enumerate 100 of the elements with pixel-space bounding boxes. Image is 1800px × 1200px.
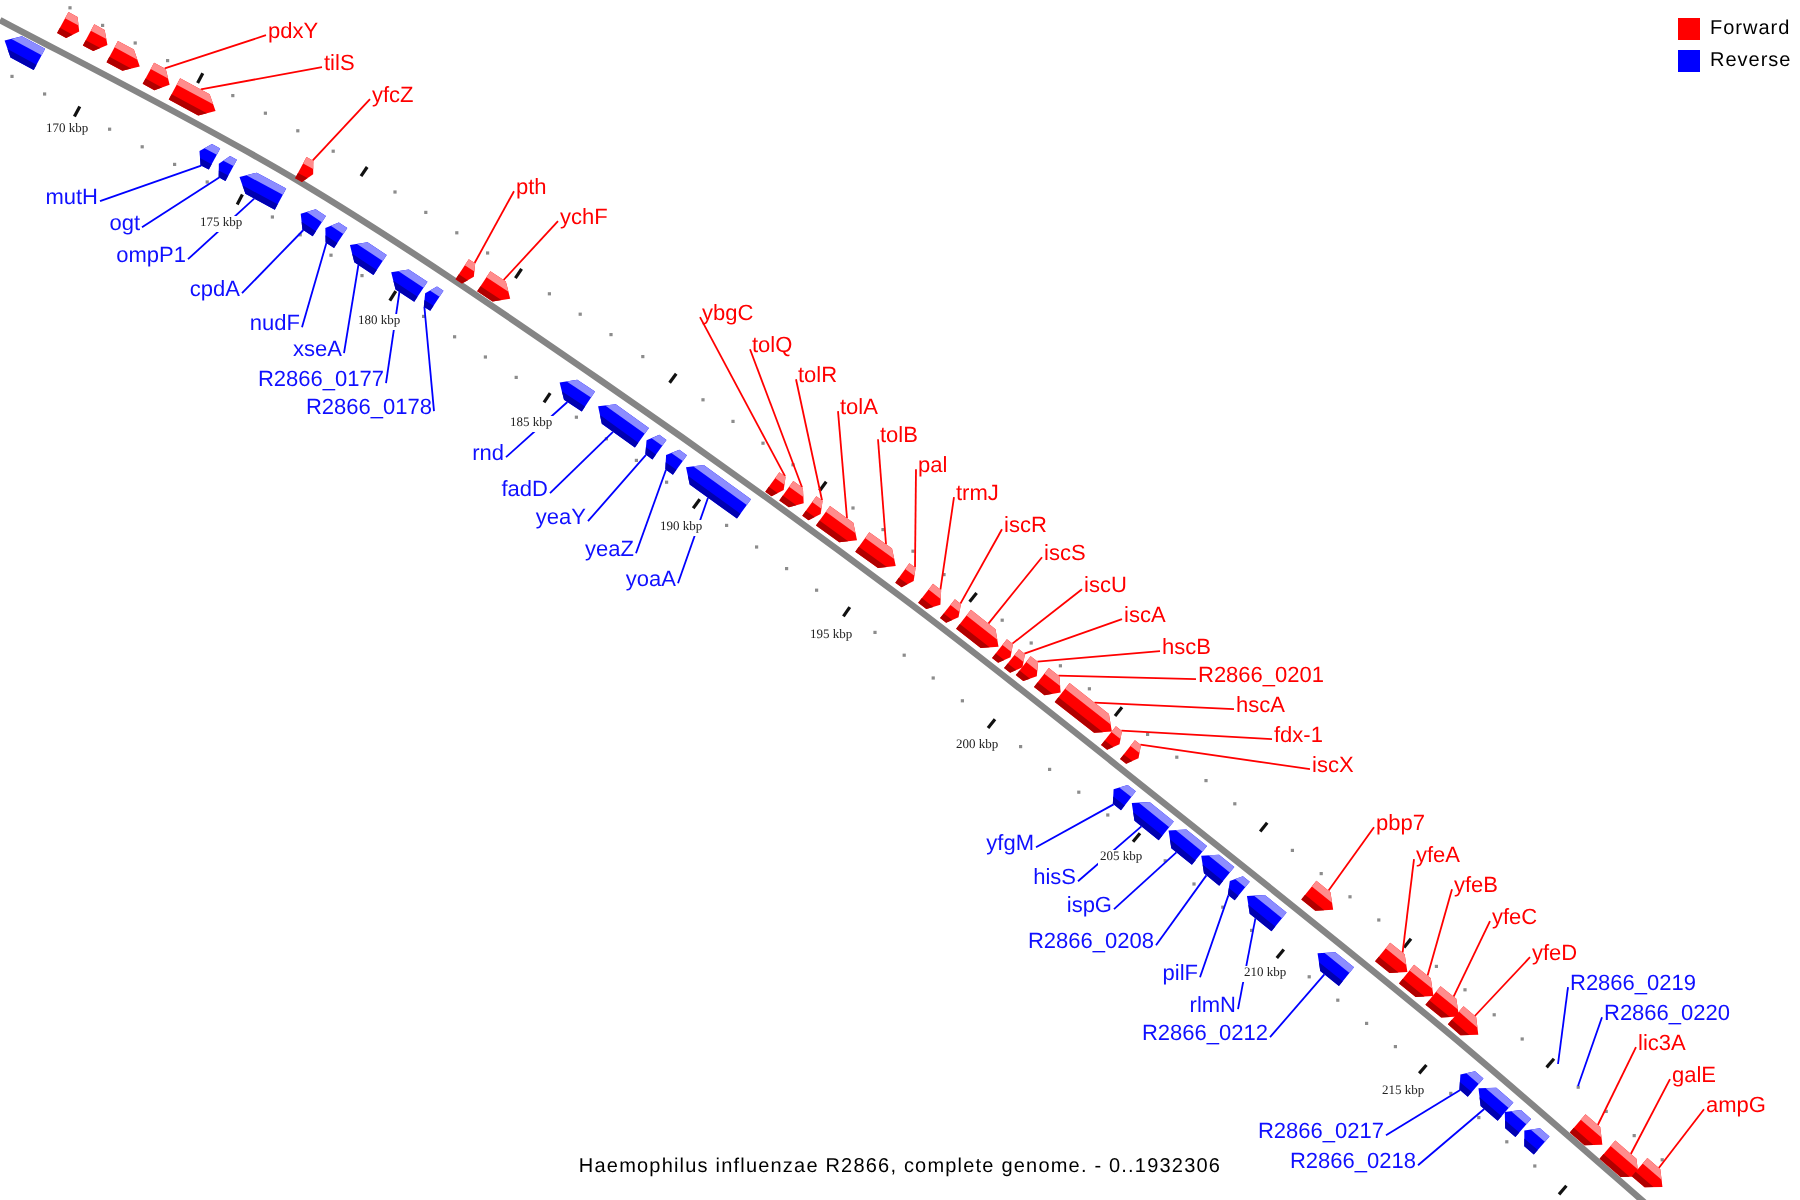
leader-line <box>1011 588 1083 645</box>
leader-line <box>311 98 371 162</box>
gene-block <box>816 506 857 543</box>
leader-line <box>241 229 305 295</box>
gene-block <box>1478 1087 1514 1121</box>
gene-block <box>82 24 108 52</box>
gene-label: R2866_0178 <box>305 395 432 421</box>
leader-line <box>677 496 709 585</box>
leader-line <box>1657 1108 1705 1169</box>
leader-line <box>1035 803 1115 849</box>
leader-line <box>1596 1046 1637 1126</box>
leader-line <box>502 220 559 281</box>
gene-label: ampG <box>1706 1093 1766 1119</box>
gene-block <box>477 271 511 302</box>
leader-line <box>385 291 401 385</box>
leader-line <box>1629 1078 1671 1155</box>
gene-label: fadD <box>501 477 548 503</box>
gene-block <box>349 242 387 275</box>
gene-label: yeaZ <box>585 537 634 563</box>
leader-line <box>1120 729 1273 741</box>
gene-label: pal <box>918 453 948 479</box>
gene-block <box>1004 649 1025 673</box>
gene-label: iscX <box>1312 753 1354 779</box>
gene-block <box>1317 952 1354 986</box>
gene-block <box>218 156 237 181</box>
leader-line <box>473 190 515 264</box>
leader-line <box>1473 956 1531 1017</box>
leader-line <box>1577 1016 1603 1087</box>
gene-label: ychF <box>560 205 608 231</box>
leader-line <box>1417 1108 1486 1167</box>
gene-label: R2866_0217 <box>1257 1119 1384 1145</box>
gene-block <box>1459 1071 1484 1097</box>
gene-block <box>1524 1128 1550 1155</box>
gene-label: ispG <box>1066 893 1112 919</box>
gene-label: tolQ <box>752 333 793 359</box>
gene-label: tolB <box>880 423 918 449</box>
gene-block <box>57 12 80 38</box>
gene-label: tolR <box>798 363 838 389</box>
gene-label: ompP1 <box>116 243 186 269</box>
gene-block <box>1015 656 1039 681</box>
gene-block <box>686 465 751 519</box>
gene-block <box>956 609 999 648</box>
leader-line <box>877 438 887 546</box>
gene-block <box>239 172 287 210</box>
leader-line <box>1057 674 1197 681</box>
gene-label: iscU <box>1084 573 1127 599</box>
gene-block <box>559 379 595 412</box>
leader-line <box>1269 973 1326 1039</box>
gene-block <box>1227 876 1250 901</box>
gene-label: lic3A <box>1638 1031 1686 1057</box>
leader-line <box>1139 743 1311 771</box>
gene-block <box>4 36 46 70</box>
leader-line <box>423 306 435 413</box>
leader-line <box>1023 618 1123 655</box>
leader-line <box>1452 920 1491 998</box>
gene-label: rlmN <box>1189 993 1236 1019</box>
legend-label: Forward <box>1710 17 1791 41</box>
gene-block <box>1569 1114 1603 1146</box>
gene-block <box>992 639 1013 663</box>
gene-block <box>1631 1158 1663 1188</box>
gene-block <box>325 222 348 249</box>
gene-label: hisS <box>1033 865 1076 891</box>
gene-block <box>940 599 961 623</box>
gene-block <box>665 449 687 475</box>
gene-block <box>142 62 170 91</box>
gene-block <box>1375 942 1408 974</box>
gene-label: hscB <box>1162 635 1211 661</box>
gene-label: fdx-1 <box>1274 723 1323 749</box>
gene-label: R2866_0212 <box>1141 1021 1268 1047</box>
gene-label: rnd <box>472 441 504 467</box>
gene-label: R2866_0201 <box>1198 663 1325 689</box>
gene-block <box>1425 986 1459 1018</box>
gene-label: yfeB <box>1454 873 1499 899</box>
gene-block <box>168 78 216 116</box>
leader-line <box>587 453 647 523</box>
gene-label: iscA <box>1124 603 1166 629</box>
gene-label: tilS <box>324 51 355 77</box>
leader-line <box>1237 917 1257 1011</box>
gene-block <box>918 583 942 609</box>
leader-line <box>987 556 1043 625</box>
leader-line <box>914 468 917 569</box>
leader-line <box>1199 894 1230 979</box>
gene-block <box>855 532 896 569</box>
gene-label: yfeA <box>1416 843 1461 869</box>
leader-line <box>959 528 1003 605</box>
gene-block <box>1504 1110 1532 1138</box>
gene-label: trmJ <box>956 481 999 507</box>
gene-label: galE <box>1672 1063 1717 1089</box>
gene-label: mutH <box>45 185 98 211</box>
gene-block <box>295 157 314 182</box>
gene-block <box>1246 895 1287 932</box>
gene-block <box>1301 880 1334 911</box>
leader-line <box>99 164 203 203</box>
leader-line <box>343 264 360 355</box>
gene-block <box>645 434 667 460</box>
gene-label: yfeD <box>1532 941 1578 967</box>
gene-block <box>895 563 916 588</box>
gene-label: R2866_0177 <box>257 367 384 393</box>
gene-label: pdxY <box>268 19 319 45</box>
gene-label: yfgM <box>986 831 1034 857</box>
